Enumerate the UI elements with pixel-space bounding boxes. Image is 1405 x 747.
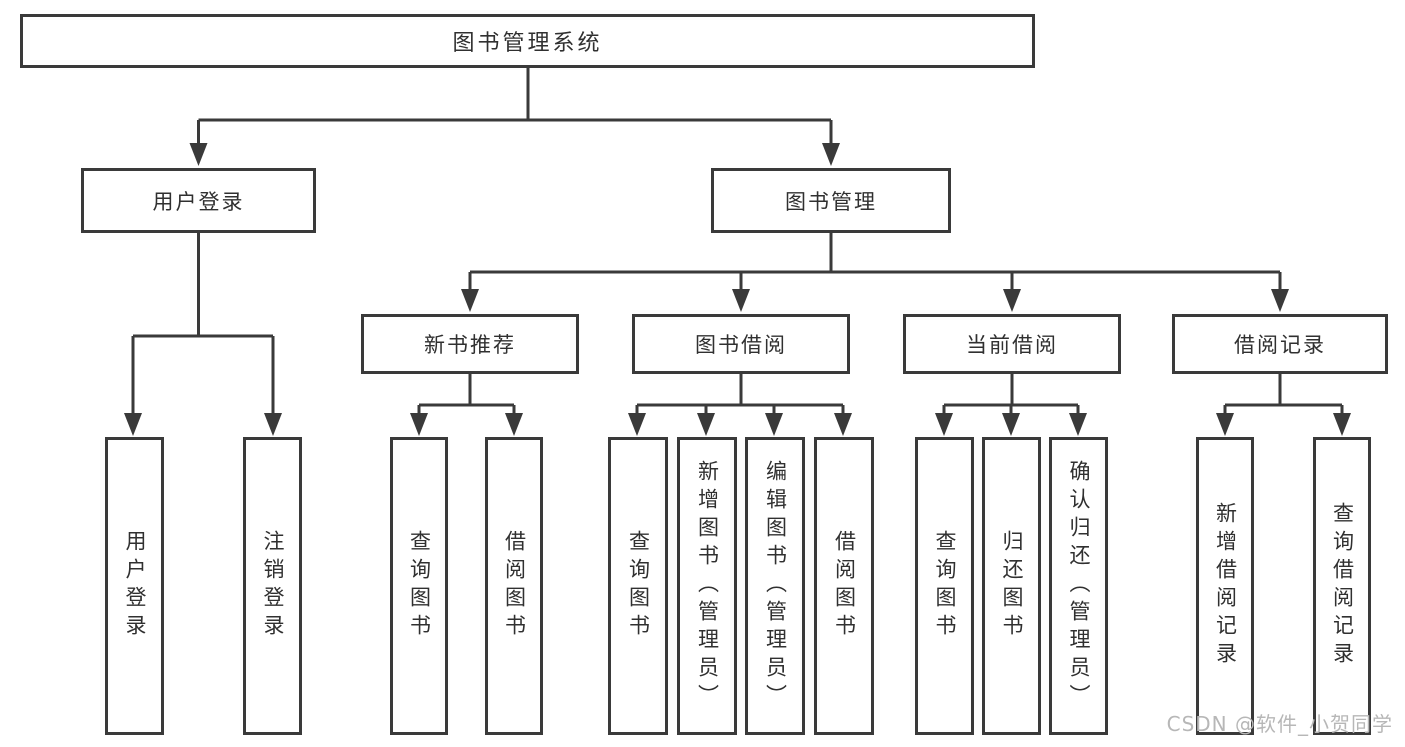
leaf-add-borrow-record-label: 新增借阅记录 xyxy=(1213,502,1238,670)
arrow-down-icon xyxy=(697,413,715,436)
leaf-newbooks-borrow-books-label: 借阅图书 xyxy=(502,530,527,642)
arrow-down-icon xyxy=(765,413,783,436)
node-borrow-records: 借阅记录 xyxy=(1172,314,1388,374)
leaf-edit-books-admin-label: 编辑图书（管理员） xyxy=(763,460,788,712)
arrow-down-icon xyxy=(1333,413,1351,436)
arrow-down-icon xyxy=(1069,413,1087,436)
node-user-login-label: 用户登录 xyxy=(152,189,245,214)
leaf-newbooks-query-books-label: 查询图书 xyxy=(407,530,432,642)
arrow-down-icon xyxy=(1002,413,1020,436)
leaf-query-borrow-record: 查询借阅记录 xyxy=(1313,437,1371,735)
leaf-user-login: 用户登录 xyxy=(105,437,164,735)
leaf-borrow-books: 借阅图书 xyxy=(814,437,874,735)
leaf-borrow-query-books: 查询图书 xyxy=(608,437,668,735)
node-current-borrowing: 当前借阅 xyxy=(903,314,1121,374)
arrow-down-icon xyxy=(505,413,523,436)
node-library-system-label: 图书管理系统 xyxy=(452,31,603,56)
arrow-down-icon xyxy=(410,413,428,436)
leaf-edit-books-admin: 编辑图书（管理员） xyxy=(745,437,805,735)
arrow-down-icon xyxy=(124,413,142,436)
leaf-logout: 注销登录 xyxy=(243,437,302,735)
leaf-newbooks-query-books: 查询图书 xyxy=(390,437,448,735)
leaf-confirm-return-admin: 确认归还（管理员） xyxy=(1049,437,1108,735)
leaf-user-login-label: 用户登录 xyxy=(123,530,147,642)
arrow-down-icon xyxy=(1271,289,1289,312)
leaf-return-books-label: 归还图书 xyxy=(1000,530,1024,642)
arrow-down-icon xyxy=(935,413,953,436)
arrow-down-icon xyxy=(461,289,479,312)
node-book-borrowing-label: 图书借阅 xyxy=(695,333,787,357)
arrow-down-icon xyxy=(264,413,282,436)
node-library-system: 图书管理系统 xyxy=(20,14,1035,68)
arrow-down-icon xyxy=(822,143,840,166)
arrow-down-icon xyxy=(1216,413,1234,436)
node-book-borrowing: 图书借阅 xyxy=(632,314,850,374)
node-current-borrowing-label: 当前借阅 xyxy=(966,333,1058,357)
node-new-book-recommend: 新书推荐 xyxy=(361,314,579,374)
leaf-current-query-books-label: 查询图书 xyxy=(933,530,957,642)
node-book-management-label: 图书管理 xyxy=(785,189,877,214)
leaf-add-borrow-record: 新增借阅记录 xyxy=(1196,437,1254,735)
leaf-current-query-books: 查询图书 xyxy=(915,437,974,735)
leaf-borrow-books-label: 借阅图书 xyxy=(832,530,857,642)
node-book-management: 图书管理 xyxy=(711,168,951,233)
leaf-return-books: 归还图书 xyxy=(982,437,1041,735)
node-borrow-records-label: 借阅记录 xyxy=(1234,333,1326,357)
node-new-book-recommend-label: 新书推荐 xyxy=(424,333,516,357)
arrow-down-icon xyxy=(628,413,646,436)
leaf-newbooks-borrow-books: 借阅图书 xyxy=(485,437,543,735)
leaf-confirm-return-admin-label: 确认归还（管理员） xyxy=(1067,460,1091,712)
leaf-logout-label: 注销登录 xyxy=(261,530,285,642)
arrow-down-icon xyxy=(834,413,852,436)
arrow-down-icon xyxy=(1003,289,1021,312)
node-user-login: 用户登录 xyxy=(81,168,316,233)
arrow-down-icon xyxy=(189,143,208,166)
arrow-down-icon xyxy=(732,289,750,312)
leaf-add-books-admin-label: 新增图书（管理员） xyxy=(695,460,720,712)
leaf-query-borrow-record-label: 查询借阅记录 xyxy=(1330,502,1355,670)
leaf-borrow-query-books-label: 查询图书 xyxy=(626,530,651,642)
leaf-add-books-admin: 新增图书（管理员） xyxy=(677,437,737,735)
